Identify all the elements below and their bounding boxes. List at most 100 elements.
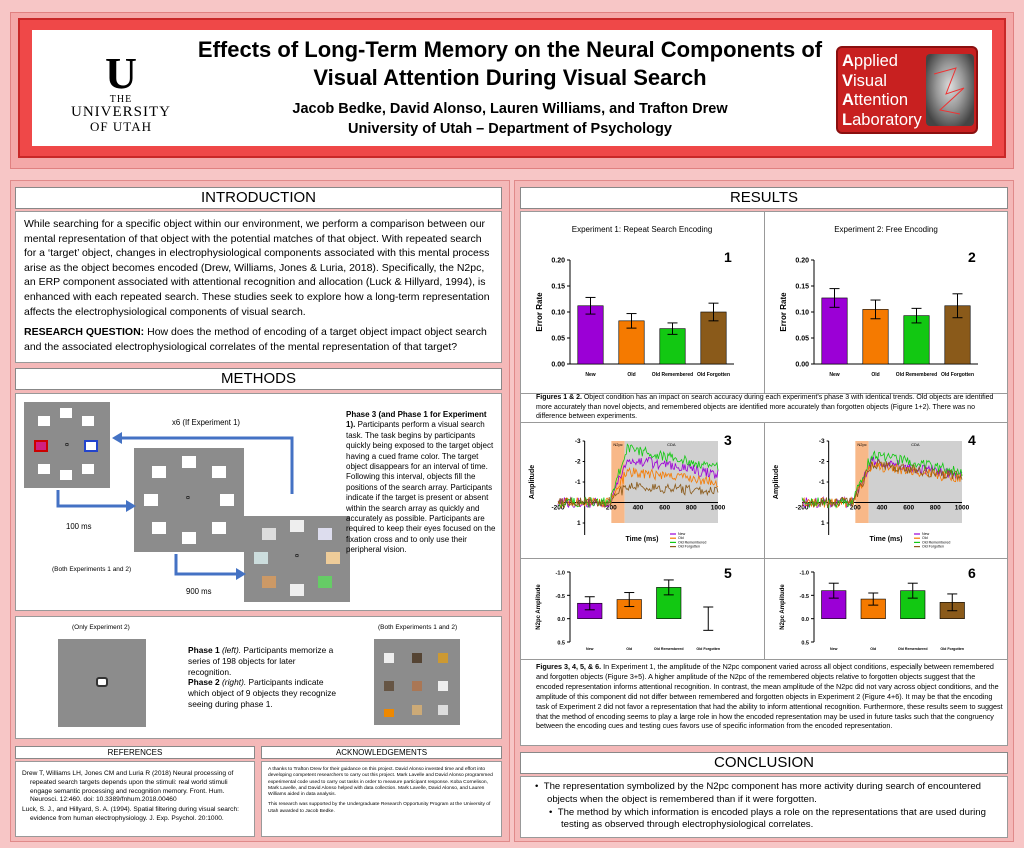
fig12-divider-v bbox=[764, 211, 765, 393]
y-axis-label: Error Rate bbox=[535, 292, 544, 332]
category-label: Old Forgotten bbox=[696, 647, 720, 651]
n2pc-label: N2pc bbox=[613, 442, 622, 447]
x-tick-label: 600 bbox=[659, 505, 670, 512]
category-label: Old Remembered bbox=[654, 647, 684, 651]
x-tick-label: 800 bbox=[686, 505, 697, 512]
chart-title: Experiment 2: Free Encoding bbox=[834, 225, 938, 234]
delay-screen: ¤ bbox=[134, 448, 244, 552]
y-tick-label: 0.20 bbox=[795, 258, 809, 265]
y-tick-label: 0.05 bbox=[551, 336, 565, 343]
y-tick-label: 0.5 bbox=[801, 641, 809, 647]
phase1-2-description: Phase 1 (left). Participants memorize a … bbox=[188, 645, 337, 709]
introduction-text: While searching for a specific object wi… bbox=[24, 218, 490, 318]
affiliation: University of Utah – Department of Psych… bbox=[348, 121, 672, 137]
header-inner bbox=[32, 30, 992, 146]
y-tick-label: -3 bbox=[819, 438, 825, 445]
duration-900ms: 900 ms bbox=[186, 587, 212, 596]
flow-arrows bbox=[56, 432, 294, 580]
x-tick-label: 200 bbox=[606, 505, 617, 512]
y-tick-label: -3 bbox=[575, 438, 581, 445]
legend-label: Old bbox=[922, 536, 928, 540]
search-array-screen: ¤ bbox=[244, 516, 350, 602]
y-tick-label: -0.5 bbox=[556, 594, 565, 600]
methods-heading: METHODS bbox=[15, 368, 502, 390]
memorize-screen bbox=[58, 639, 146, 727]
bar bbox=[821, 297, 848, 365]
category-label: Old Forgotten bbox=[697, 372, 730, 378]
erp-line bbox=[557, 443, 719, 509]
y-tick-label: 0.10 bbox=[551, 310, 565, 317]
authors: Jacob Bedke, David Alonso, Lauren Willia… bbox=[292, 101, 728, 117]
x-tick-label: -200 bbox=[551, 505, 564, 512]
legend-label: Old bbox=[678, 536, 684, 540]
references-heading: REFERENCES bbox=[15, 746, 255, 759]
figure-number: 3 bbox=[724, 432, 732, 448]
figure-1-2-caption: Figures 1 & 2. Object condition has an i… bbox=[536, 394, 994, 421]
y-tick-label: -1.0 bbox=[556, 571, 565, 577]
y-tick-label: -1.0 bbox=[800, 571, 809, 577]
figure-number: 4 bbox=[968, 432, 976, 448]
only-experiment-2-label: (Only Experiment 2) bbox=[72, 624, 130, 631]
acknowledgements-heading: ACKNOWLEDGEMENTS bbox=[261, 746, 502, 759]
y-tick-label: 1 bbox=[577, 520, 581, 527]
legend-label: Old Remembered bbox=[678, 540, 706, 544]
acknowledgement-text: A thanks to Trafton Drew for their guida… bbox=[268, 767, 493, 798]
cda-label: CDA bbox=[667, 442, 676, 447]
x-tick-label: 1000 bbox=[711, 505, 726, 512]
acknowledgements-body: A thanks to Trafton Drew for their guida… bbox=[261, 761, 502, 837]
both-experiments-label: (Both Experiments 1 and 2) bbox=[52, 566, 132, 573]
figure-number: 5 bbox=[724, 565, 732, 581]
title-line-2: Visual Attention During Visual Search bbox=[313, 65, 707, 90]
y-tick-label: 0.00 bbox=[795, 362, 809, 369]
x-tick-label: 400 bbox=[877, 505, 888, 512]
y-tick-label: -0.5 bbox=[800, 594, 809, 600]
category-label: Old bbox=[627, 372, 635, 378]
erp-line bbox=[801, 459, 963, 508]
bar bbox=[903, 315, 930, 365]
category-label: New bbox=[830, 647, 838, 651]
figure-number: 6 bbox=[968, 565, 976, 581]
n2pc-label: N2pc bbox=[857, 442, 866, 447]
x-tick-label: -200 bbox=[795, 505, 808, 512]
y-tick-label: 0.10 bbox=[795, 310, 809, 317]
y-tick-label: -2 bbox=[819, 459, 825, 466]
introduction-body: While searching for a specific object wi… bbox=[15, 211, 502, 363]
university-name: UNIVERSITY bbox=[71, 104, 171, 120]
legend-label: New bbox=[922, 532, 930, 536]
category-label: Old Remembered bbox=[652, 372, 693, 378]
cda-window bbox=[624, 441, 718, 523]
xray-image bbox=[926, 54, 974, 126]
title-line-1: Effects of Long-Term Memory on the Neura… bbox=[197, 37, 823, 62]
conclusion-heading: CONCLUSION bbox=[520, 752, 1008, 774]
both-experiments-label-2: (Both Experiments 1 and 2) bbox=[378, 624, 458, 631]
x-tick-label: 400 bbox=[633, 505, 644, 512]
y-axis-label: Amplitude bbox=[529, 465, 536, 499]
fixation-cross-icon: ¤ bbox=[186, 495, 190, 502]
funding-text: This research was supported by the Under… bbox=[268, 802, 491, 814]
y-axis-label: Amplitude bbox=[773, 465, 780, 499]
fig12-divider-h bbox=[520, 393, 1008, 394]
references-body: Drew T, Williams LH, Jones CM and Luria … bbox=[15, 761, 255, 837]
legend-label: Old Forgotten bbox=[922, 545, 944, 549]
y-tick-label: 0.0 bbox=[801, 617, 809, 623]
y-tick-label: 0.05 bbox=[795, 336, 809, 343]
recognition-screen bbox=[374, 639, 460, 725]
reference-2: Luck, S. J., and Hillyard, S. A. (1994).… bbox=[22, 806, 239, 822]
lab-logo-text: Applied Visual Attention Laboratory bbox=[842, 52, 922, 129]
y-tick-label: 0.5 bbox=[557, 641, 565, 647]
x-tick-label: 1000 bbox=[955, 505, 970, 512]
object-thumbnail bbox=[96, 677, 108, 687]
category-label: Old bbox=[870, 647, 876, 651]
university-name-the: THE bbox=[109, 94, 133, 105]
category-label: Old Forgotten bbox=[941, 372, 974, 378]
x-axis-label: Time (ms) bbox=[626, 536, 659, 543]
category-label: New bbox=[585, 372, 595, 378]
legend-label: New bbox=[678, 532, 686, 536]
x-tick-label: 200 bbox=[850, 505, 861, 512]
methods-panel-2: (Only Experiment 2) Phase 1 (left). Part… bbox=[15, 616, 502, 739]
